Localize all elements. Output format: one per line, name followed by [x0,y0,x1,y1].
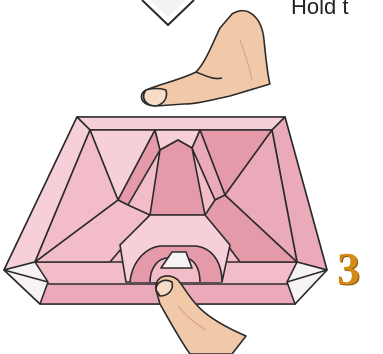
arrow-tip-icon [142,0,194,25]
right-corner-flap [287,262,327,304]
step-number: 3 [337,244,360,294]
top-band [77,117,285,130]
hand-pressing-icon [141,11,270,106]
instruction-caption: Hold t [291,0,348,20]
